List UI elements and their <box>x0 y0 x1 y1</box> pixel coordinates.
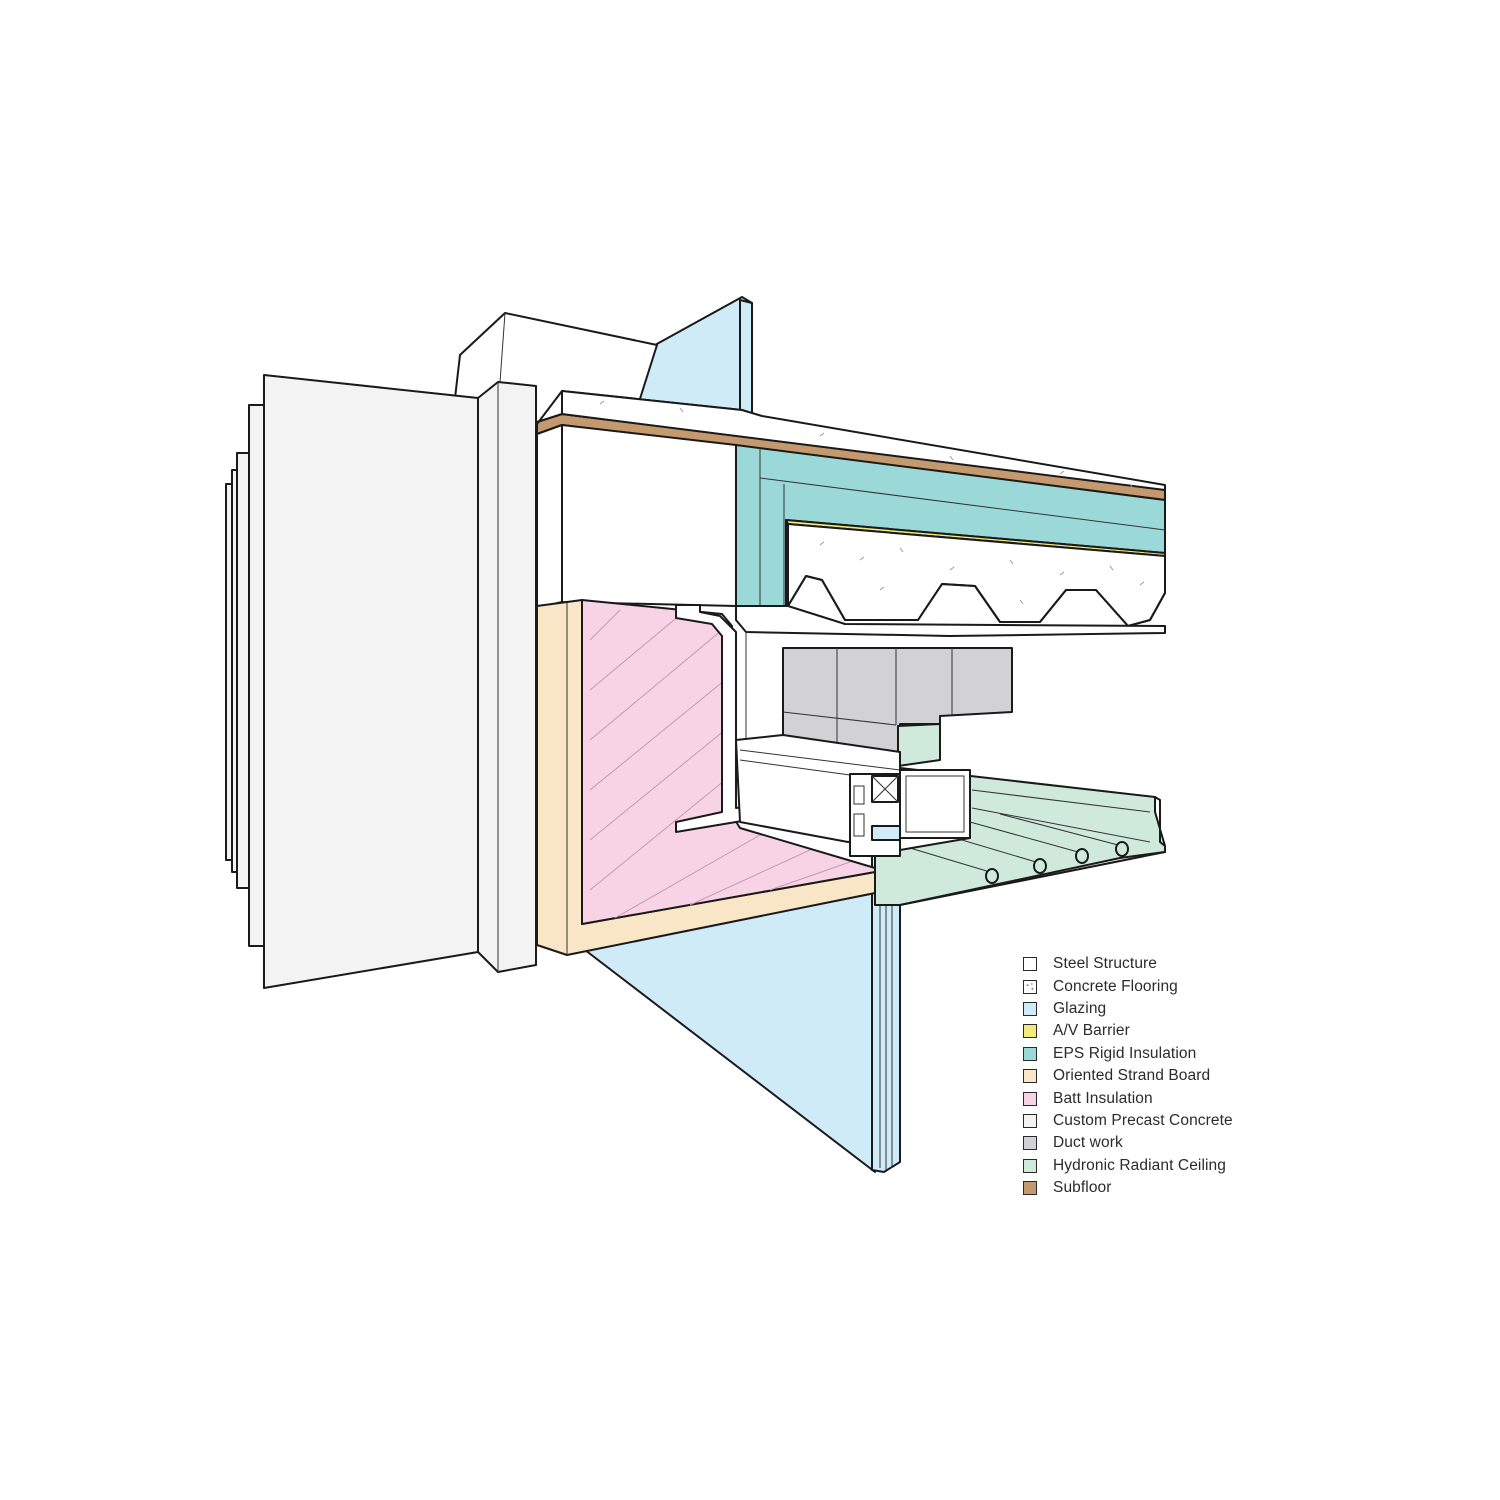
legend-swatch <box>1023 1136 1037 1151</box>
precast-concrete-return <box>477 381 537 973</box>
legend-label: Concrete Flooring <box>1053 977 1178 995</box>
legend-item: Duct work <box>1023 1132 1283 1154</box>
slab-edge-zone <box>561 424 737 607</box>
ceiling-end-detail <box>1154 796 1166 847</box>
legend-swatch <box>1023 1024 1037 1039</box>
legend-item: Concrete Flooring <box>1023 975 1283 997</box>
legend-item: Custom Precast Concrete <box>1023 1110 1283 1132</box>
legend-item: Oriented Strand Board <box>1023 1065 1283 1087</box>
metal-deck <box>787 575 1166 627</box>
frame-gasket <box>853 785 865 805</box>
frame-x <box>871 775 899 803</box>
steel-tube <box>899 769 971 839</box>
legend-label: Hydronic Radiant Ceiling <box>1053 1156 1226 1174</box>
legend-label: Glazing <box>1053 999 1107 1017</box>
legend-item: Steel Structure <box>1023 953 1283 975</box>
legend-label: Steel Structure <box>1053 955 1158 973</box>
legend-label: Subfloor <box>1053 1179 1112 1197</box>
legend-swatch <box>1023 1181 1037 1196</box>
hydronic-rail <box>971 807 1151 843</box>
legend-label: A/V Barrier <box>1053 1022 1130 1040</box>
legend-swatch <box>1023 1046 1037 1061</box>
legend-label: Batt Insulation <box>1053 1089 1153 1107</box>
legend-swatch <box>1023 979 1037 994</box>
legend-swatch <box>1023 1113 1037 1128</box>
ceiling-edge <box>899 851 1166 906</box>
legend-swatch <box>1023 957 1037 972</box>
precast-concrete-face <box>263 374 479 989</box>
frame-line <box>739 749 901 771</box>
frame-line <box>739 759 851 776</box>
legend-label: EPS Rigid Insulation <box>1053 1044 1197 1062</box>
legend-item: Batt Insulation <box>1023 1087 1283 1109</box>
legend-item: EPS Rigid Insulation <box>1023 1043 1283 1065</box>
frame-gasket <box>853 813 865 837</box>
legend-swatch <box>1023 1069 1037 1084</box>
top-concrete-slab <box>561 390 1166 491</box>
legend-label: Custom Precast Concrete <box>1053 1111 1233 1129</box>
steel-beam-flange <box>735 605 1166 637</box>
legend-item: Glazing <box>1023 998 1283 1020</box>
legend-item: Subfloor <box>1023 1177 1283 1199</box>
upper-glazing-mullion <box>739 299 753 426</box>
glazing-head-clip <box>871 825 901 841</box>
legend-item: Hydronic Radiant Ceiling <box>1023 1155 1283 1177</box>
concrete-speckle <box>599 400 1145 605</box>
legend-label: Duct work <box>1053 1134 1123 1152</box>
slab-edge-steel <box>536 424 563 609</box>
batt-hatching <box>589 609 851 919</box>
hydronic-rail <box>971 789 1151 813</box>
duct-seam <box>782 711 897 726</box>
legend-swatch <box>1023 1091 1037 1106</box>
steel-tube-inner <box>905 775 965 833</box>
hydronic-hanger <box>897 723 941 767</box>
legend-swatch <box>1023 1001 1037 1016</box>
legend-item: A/V Barrier <box>1023 1020 1283 1042</box>
eps-layer-line <box>759 477 1166 531</box>
legend-swatch <box>1023 1158 1037 1173</box>
legend-label: Oriented Strand Board <box>1053 1067 1211 1085</box>
